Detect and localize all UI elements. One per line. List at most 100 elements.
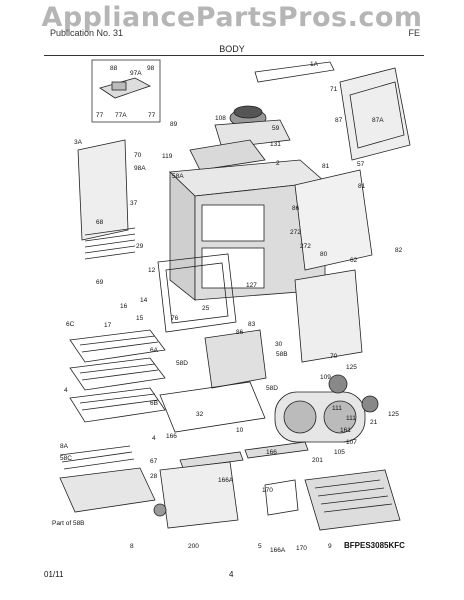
callout-119: 119: [162, 153, 173, 160]
model-code: BFPES3085KFC: [344, 541, 405, 550]
callout-15: 15: [136, 315, 144, 322]
callout-28: 28: [150, 473, 158, 480]
leveling-leg: [153, 503, 167, 517]
callout-8: 8: [130, 543, 134, 550]
callout-86-a: 86: [292, 205, 300, 212]
callout-25: 25: [202, 305, 210, 312]
callout-272-b: 272: [300, 243, 311, 250]
drawer-rail-left: [179, 451, 244, 469]
duct: [189, 139, 266, 171]
model-prefix: FE: [408, 28, 420, 38]
relay-block: [111, 81, 127, 91]
callout-70-a: 70: [134, 152, 142, 159]
callout-70-b: 70: [330, 353, 338, 360]
callout-58d-b: 58D: [266, 385, 278, 392]
callout-6c: 6C: [66, 321, 75, 328]
callout-127: 127: [246, 282, 257, 289]
bracket: [264, 479, 299, 516]
inset-control-board: [91, 59, 161, 123]
callout-107: 107: [346, 439, 357, 446]
callout-21: 21: [370, 419, 378, 426]
door-frame: [157, 253, 237, 333]
callout-12: 12: [148, 267, 156, 274]
callout-77a: 77A: [115, 112, 127, 119]
callout-89: 89: [170, 121, 178, 128]
callout-77-a: 77: [96, 112, 104, 119]
footer-date: 01/11: [44, 570, 64, 579]
drawer-box: [159, 381, 266, 433]
callout-2: 2: [276, 160, 280, 167]
callout-1a: 1A: [310, 61, 319, 68]
callout-76: 76: [171, 315, 179, 322]
callout-59: 59: [272, 125, 280, 132]
callout-4-a: 4: [64, 387, 68, 394]
callout-58c: 58C: [60, 455, 72, 462]
callout-9: 9: [328, 543, 332, 550]
callout-81-a: 81: [322, 163, 330, 170]
callout-4-b: 4: [152, 435, 156, 442]
callout-68: 68: [96, 219, 104, 226]
callout-58b: 58B: [276, 351, 288, 358]
callout-58a: 58A: [172, 173, 184, 180]
callout-87: 87: [335, 117, 343, 124]
callout-8a: 8A: [60, 443, 69, 450]
oven-rack-bottom: [69, 387, 166, 423]
oven-bottom-tray: [59, 467, 156, 513]
callout-82: 82: [395, 247, 403, 254]
callout-111-b: 111: [346, 415, 356, 422]
callout-6b: 6B: [150, 400, 158, 407]
callout-58d-a: 58D: [176, 360, 188, 367]
callout-272-a: 272: [290, 229, 301, 236]
callout-201: 201: [312, 457, 323, 464]
callout-81-b: 81: [358, 183, 366, 190]
callout-6a: 6A: [150, 347, 159, 354]
right-wiring-panel: [294, 169, 373, 271]
callout-labels: 1A 71 88 97A 98 77A 77 77 87 87A 3A 70 9…: [52, 61, 403, 554]
callout-29: 29: [136, 243, 144, 250]
broil-element: [84, 227, 136, 260]
oven-cavity-lower: [201, 247, 265, 289]
oven-rack-top: [69, 329, 166, 363]
callout-166a-a: 166A: [218, 477, 234, 484]
callout-80: 80: [320, 251, 328, 258]
lower-right-panel: [294, 269, 363, 363]
callout-166a-b: 166A: [270, 547, 286, 554]
bake-element: [59, 445, 135, 470]
drawer-back-panel: [204, 329, 267, 389]
drawer-front: [159, 461, 239, 529]
callout-105: 105: [334, 449, 345, 456]
callout-16: 16: [120, 303, 128, 310]
callout-part-of-58b: Part of 58B: [52, 520, 85, 527]
callout-161: 161: [340, 427, 351, 434]
page-header: Publication No. 31 FE: [50, 28, 420, 38]
rear-panel: [339, 67, 411, 161]
callout-98: 98: [147, 65, 155, 72]
callout-14: 14: [140, 297, 148, 304]
callout-17: 17: [104, 322, 112, 329]
callout-37: 37: [130, 200, 138, 207]
callout-200: 200: [188, 543, 199, 550]
callout-125-a: 125: [346, 364, 357, 371]
callout-30: 30: [275, 341, 283, 348]
callout-109: 109: [320, 374, 331, 381]
callout-57: 57: [357, 161, 365, 168]
callout-77-b: 77: [148, 112, 156, 119]
callout-86-b: 86: [236, 329, 244, 336]
callout-32: 32: [196, 411, 204, 418]
top-rail: [254, 61, 335, 83]
rear-panel-inner: [349, 81, 405, 149]
convection-fan-right: [323, 400, 357, 434]
watermark: AppliancePartsPros.com: [41, 2, 423, 33]
section-title: BODY: [219, 44, 245, 54]
oven-cavity-upper: [201, 204, 265, 242]
callout-67: 67: [150, 458, 158, 465]
callout-131: 131: [270, 141, 281, 148]
callout-88: 88: [110, 65, 118, 72]
callout-170-a: 170: [262, 487, 273, 494]
callout-111-a: 111: [332, 405, 342, 412]
drawer-rail-right: [244, 441, 309, 459]
callout-71: 71: [330, 86, 338, 93]
callout-108: 108: [215, 115, 226, 122]
footer-page-number: 4: [229, 570, 234, 579]
